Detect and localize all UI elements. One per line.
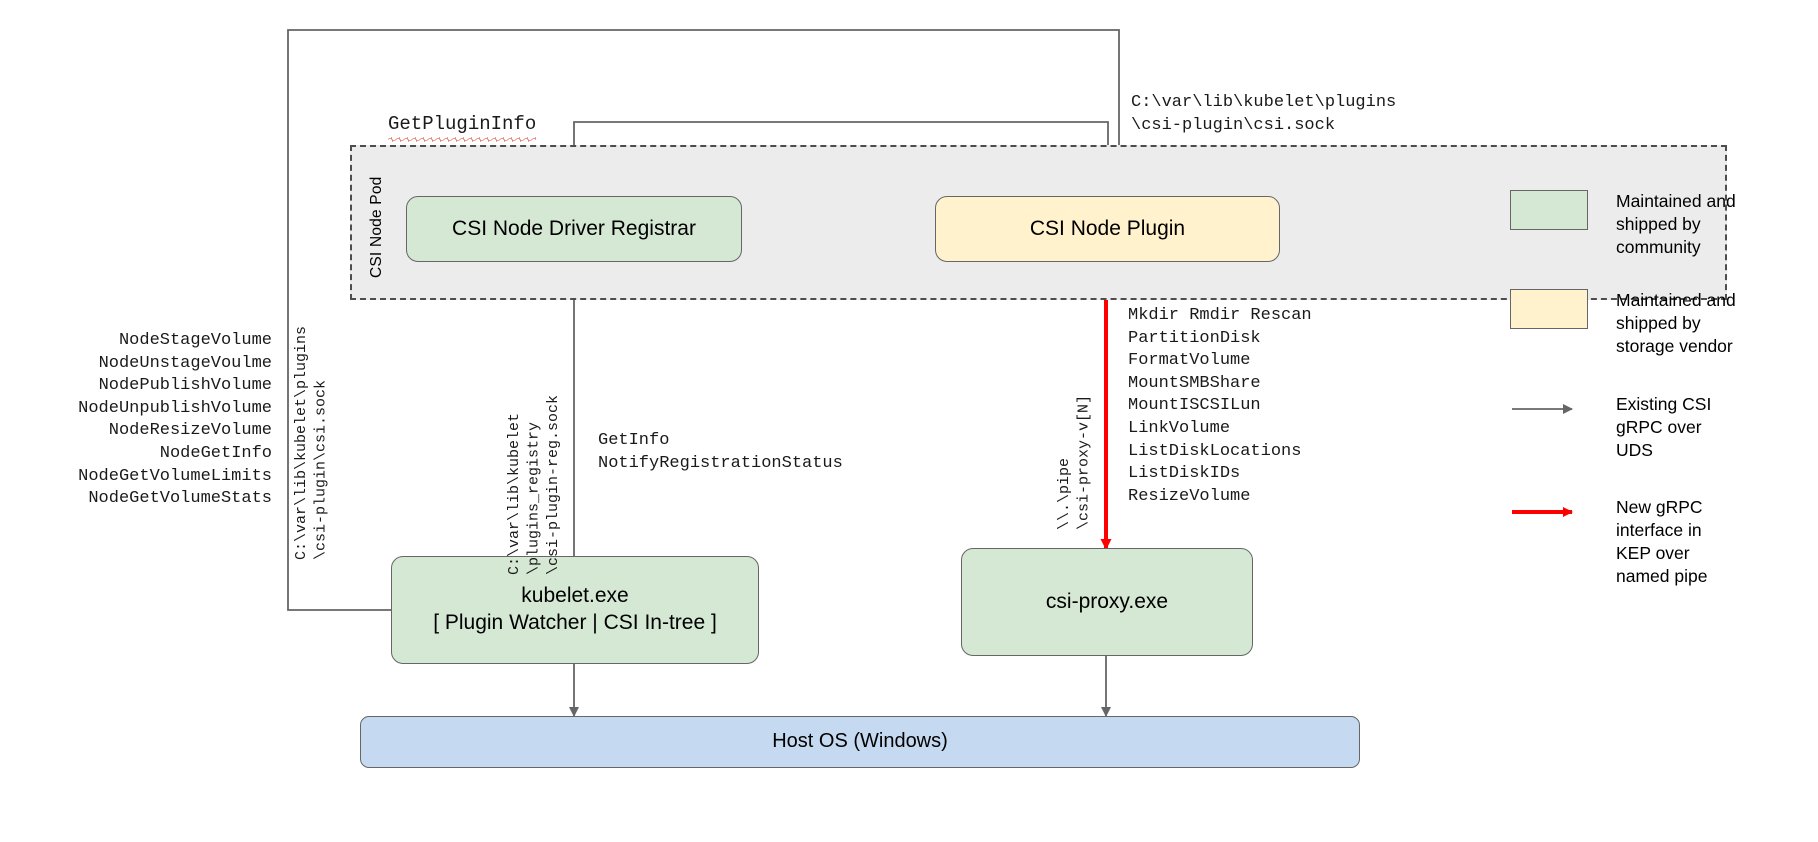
csi-proxy-call-item: FormatVolume [1128,351,1251,371]
csi-proxy-call-item: ResizeVolume [1128,486,1251,506]
node-service-call-item: NodeGetVolumeStats [88,489,272,509]
csi-proxy-call-item: ListDiskIDs [1128,464,1241,484]
csi-node-pod-label: CSI Node Pod [368,176,385,279]
node-csi-node-plugin-label: CSI Node Plugin [1029,216,1186,240]
legend-row: New gRPC interface in KEP over named pip… [1510,492,1810,588]
node-service-call-item: NodeGetVolumeLimits [78,466,272,486]
node-service-call-item: NodeUnstageVoulme [98,353,272,373]
node-service-call-item: NodeResizeVolume [108,421,272,441]
node-csi-node-plugin[interactable]: CSI Node Plugin [935,196,1280,262]
node-service-call-item: NodePublishVolume [98,376,272,396]
legend-color-swatch [1510,190,1588,230]
label-registry-sock-path-vertical: C:\var\lib\kubelet \plugins_registry \cs… [506,394,562,575]
node-kubelet-exe[interactable]: kubelet.exe [ Plugin Watcher | CSI In-tr… [391,556,759,664]
csi-proxy-call-item: LinkVolume [1128,419,1231,439]
edge-kubelet-to-node-plugin [287,29,1124,611]
csi-proxy-call-item: ListDiskLocations [1128,441,1302,461]
label-named-pipe-vertical: \\.\pipe \csi-proxy-v[N] [1056,394,1093,530]
legend-label: New gRPC interface in KEP over named pip… [1616,496,1708,587]
legend-color-swatch [1510,289,1588,330]
csi-proxy-call-item: PartitionDisk [1128,328,1261,348]
node-service-call-item: NodeUnpublishVolume [78,398,272,418]
node-kubelet-exe-sublabel: [ Plugin Watcher | CSI In-tree ] [433,611,717,634]
label-get-plugin-info: GetPluginInfo [388,112,537,143]
node-kubelet-exe-label: kubelet.exe [521,584,629,608]
legend-label: Maintained and shipped by community [1616,191,1736,258]
csi-proxy-call-item: MountISCSILun [1128,396,1261,416]
node-host-os[interactable]: Host OS (Windows) [360,716,1360,768]
legend-row: Maintained and shipped by community [1510,190,1810,259]
label-registrar-calls: GetInfo NotifyRegistrationStatus [598,431,843,473]
node-csi-proxy-exe[interactable]: csi-proxy.exe [961,548,1253,656]
label-csi-sock-path-vertical: C:\var\lib\kubelet\plugins \csi-plugin\c… [293,325,330,560]
legend-row: Maintained and shipped by storage vendor [1510,289,1810,358]
node-csi-node-driver-registrar-label: CSI Node Driver Registrar [452,216,696,240]
label-plugin-socket-path: C:\var\lib\kubelet\plugins \csi-plugin\c… [1131,93,1397,135]
node-csi-proxy-exe-label: csi-proxy.exe [1045,589,1169,613]
legend-arrow-icon [1510,492,1588,532]
legend-row: Existing CSI gRPC over UDS [1510,389,1810,462]
node-service-call-item: NodeGetInfo [159,444,272,464]
label-get-plugin-info-text: GetPluginInfo [388,112,537,143]
csi-proxy-call-item: Mkdir Rmdir Rescan [1128,306,1312,325]
node-host-os-label: Host OS (Windows) [772,730,948,753]
legend-arrow-icon [1510,389,1588,429]
legend-label: Maintained and shipped by storage vendor [1616,290,1736,357]
csi-proxy-call-item: MountSMBShare [1128,373,1261,393]
node-csi-node-driver-registrar[interactable]: CSI Node Driver Registrar [406,196,742,262]
legend-label: Existing CSI gRPC over UDS [1616,393,1712,460]
node-service-call-item: NodeStageVolume [118,331,272,350]
